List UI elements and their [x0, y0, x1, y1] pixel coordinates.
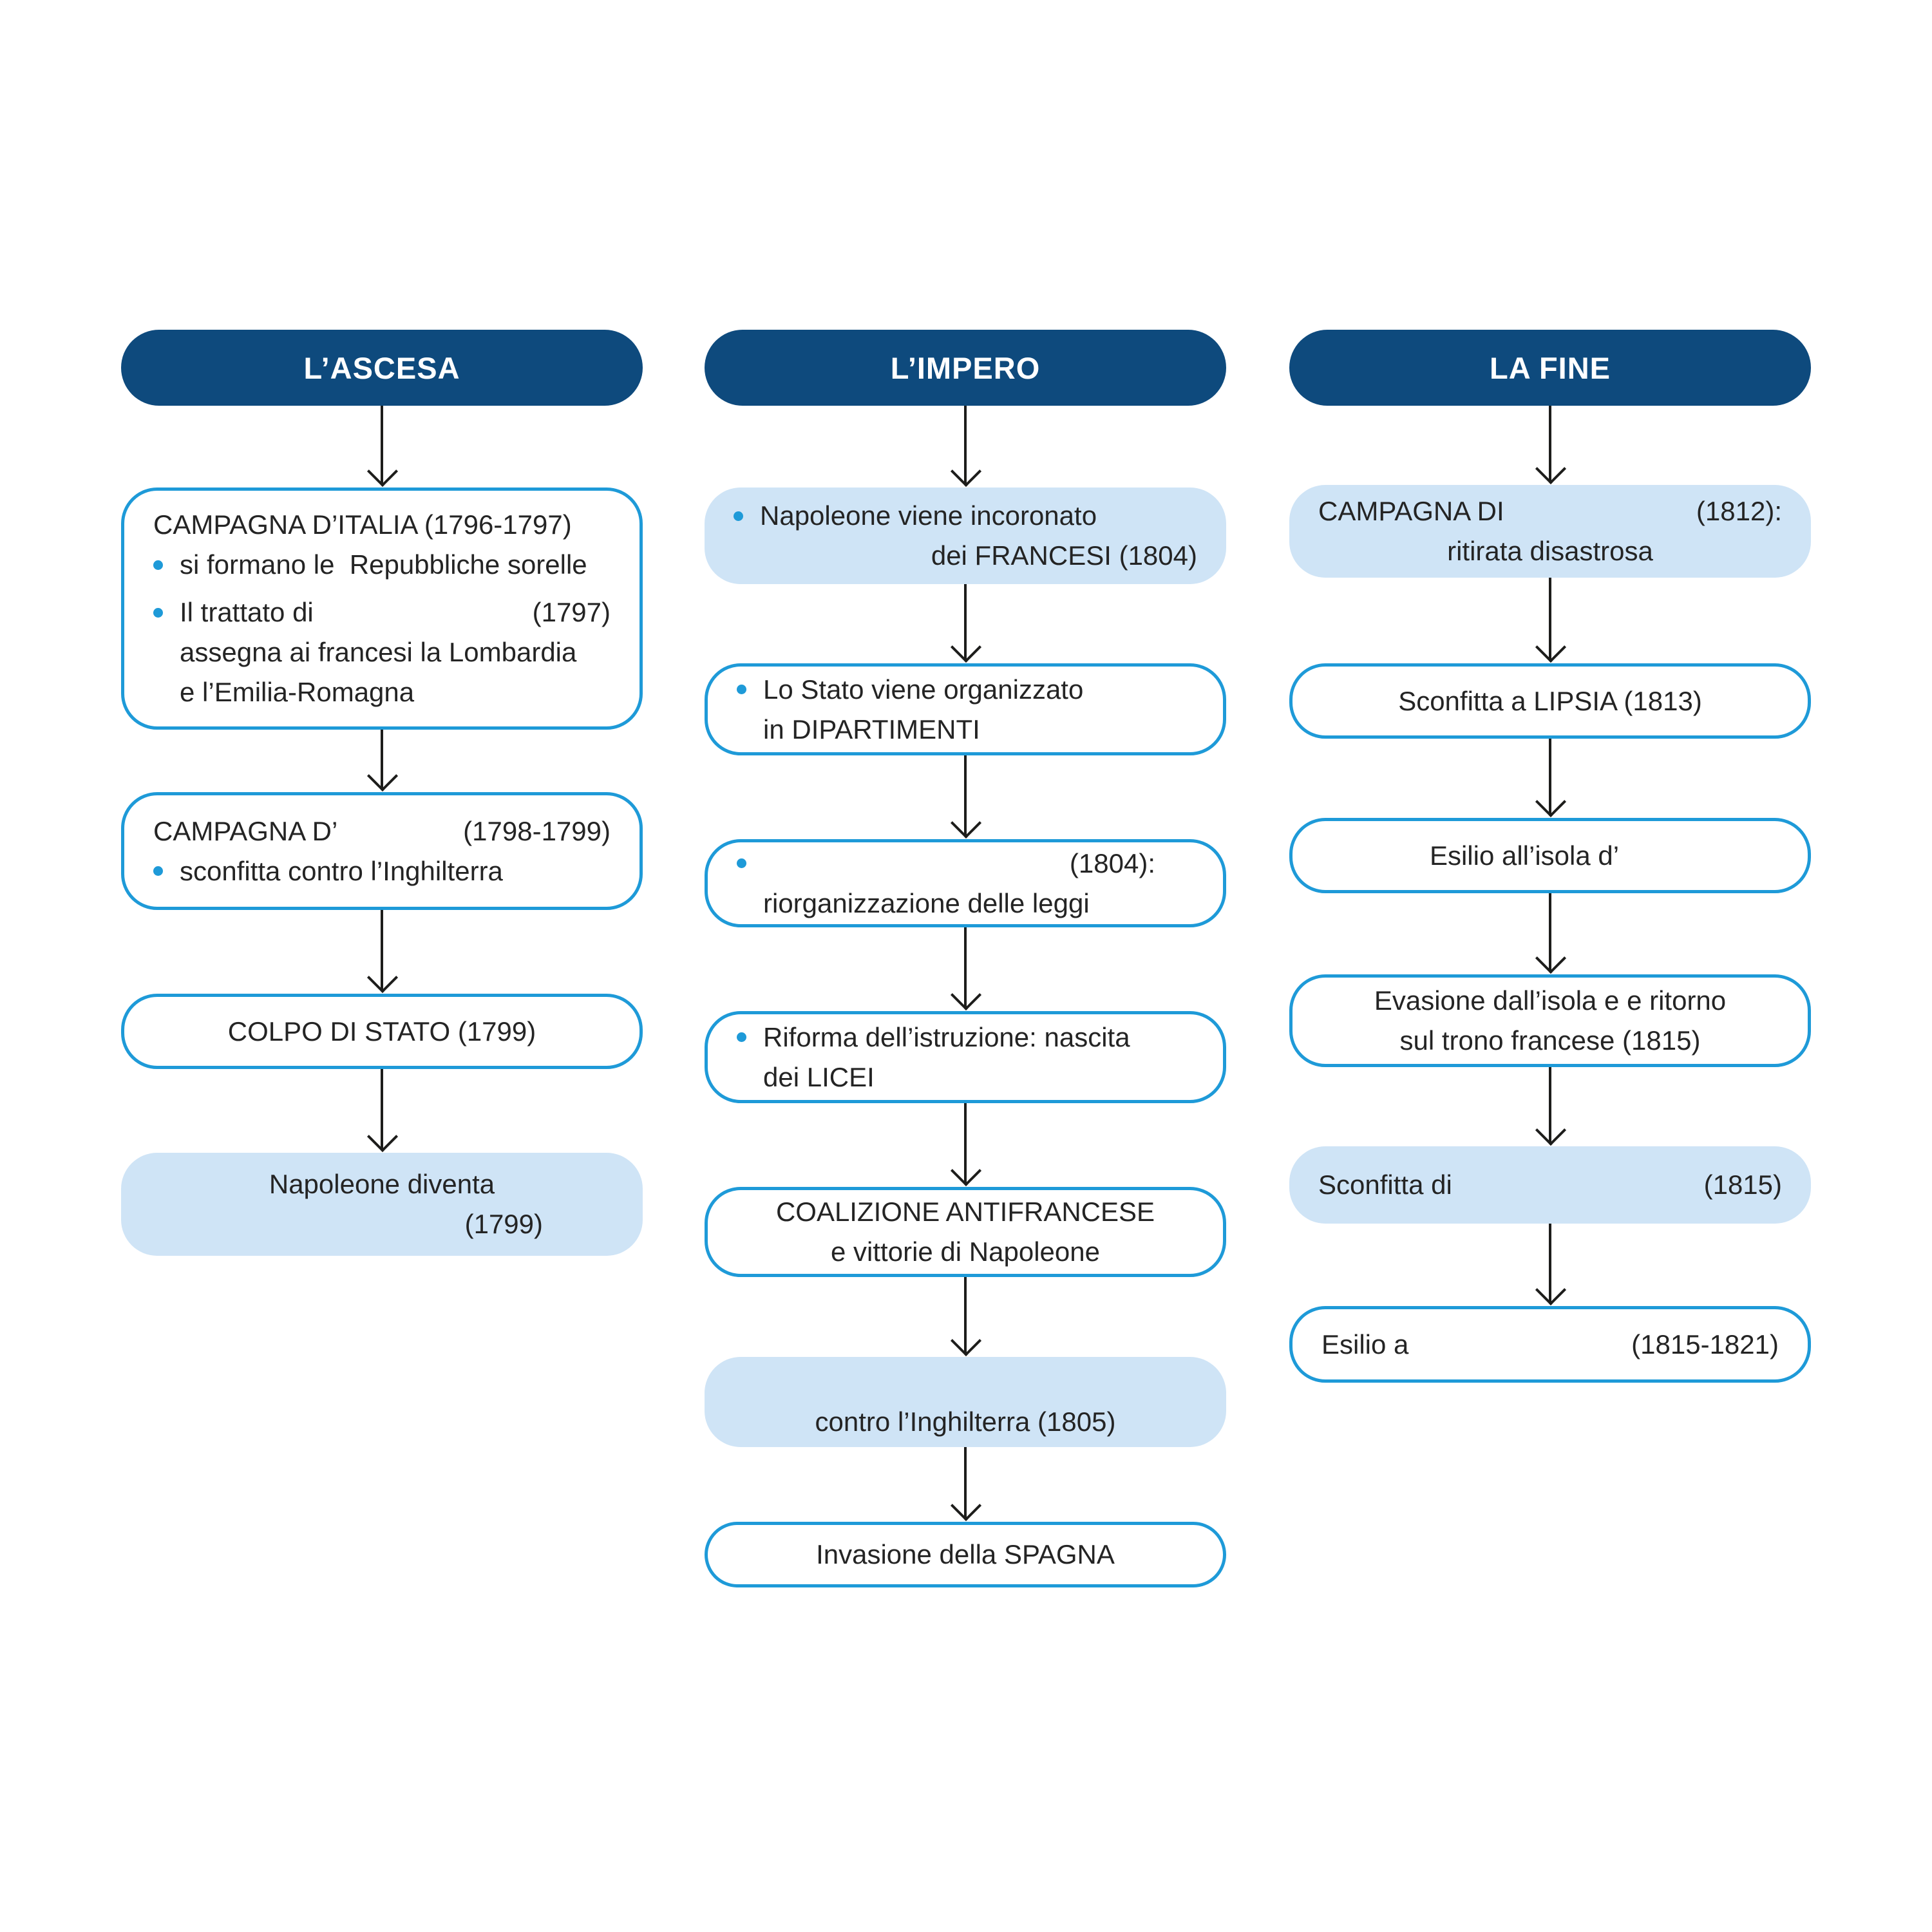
bullet-icon [153, 560, 163, 570]
column-header-label: L’IMPERO [890, 350, 1041, 385]
node-line: e l’Emilia-Romagna [180, 677, 415, 707]
node-line: (1804): [737, 844, 1194, 884]
node-sconfitta-1815: Sconfitta di (1815) [1289, 1146, 1811, 1224]
node-text: Esilio a [1321, 1329, 1409, 1359]
node-colpo-di-stato: COLPO DI STATO (1799) [121, 994, 643, 1069]
node-line: Napoleone diventa [269, 1169, 495, 1199]
column-header-label: LA FINE [1489, 350, 1611, 385]
node-line: Riforma dell’istruzione: nascita [737, 1018, 1194, 1057]
bullet-text: Napoleone viene incoronato [760, 500, 1097, 531]
node-line: ritirata disastrosa [1447, 536, 1653, 566]
node-campagna-1812: CAMPAGNA DI (1812): ritirata disastrosa [1289, 485, 1811, 578]
bullet-text: Lo Stato viene organizzato [763, 674, 1084, 705]
node-line: Sconfitta a LIPSIA (1813) [1398, 685, 1702, 716]
node-line: Esilio all’isola d’ [1429, 840, 1620, 871]
node-line: Lo Stato viene organizzato [737, 670, 1194, 710]
bullet-icon [737, 858, 746, 868]
node-line: Invasione della SPAGNA [816, 1539, 1115, 1569]
node-line: Sconfitta di (1815) [1318, 1165, 1782, 1205]
bullet-text: Riforma dell’istruzione: nascita [763, 1021, 1130, 1052]
year-label: (1815) [1703, 1170, 1782, 1200]
node-line: CAMPAGNA DI (1812): [1318, 491, 1782, 531]
node-line: CAMPAGNA D’ (1798-1799) [153, 811, 611, 851]
node-dipartimenti: Lo Stato viene organizzato in DIPARTIMEN… [705, 663, 1226, 755]
node-line: contro l’Inghilterra (1805) [815, 1406, 1116, 1437]
bullet-icon [737, 685, 746, 694]
node-invasione-spagna: Invasione della SPAGNA [705, 1522, 1226, 1587]
column-header-label: L’ASCESA [303, 350, 460, 385]
year-label: (1798-1799) [463, 815, 611, 846]
node-text: CAMPAGNA DI [1318, 496, 1504, 526]
node-line: si formano le Repubbliche sorelle [153, 545, 611, 585]
column-header-fine: LA FINE [1289, 330, 1811, 406]
bullet-icon [734, 511, 743, 521]
node-line: e vittorie di Napoleone [831, 1236, 1100, 1267]
bullet-text: Il trattato di [180, 597, 314, 627]
node-line: dei FRANCESI (1804) [931, 540, 1197, 571]
node-line: COLPO DI STATO (1799) [227, 1016, 536, 1046]
node-text: Sconfitta di [1318, 1170, 1452, 1200]
node-line: in DIPARTIMENTI [763, 714, 980, 744]
node-line: Napoleone viene incoronato [734, 496, 1197, 536]
node-line: sul trono francese (1815) [1399, 1025, 1701, 1056]
node-campagna-italia: CAMPAGNA D’ITALIA (1796-1797) si formano… [121, 488, 643, 730]
year-label: (1797) [532, 597, 611, 627]
column-fine: LA FINE CAMPAGNA DI (1812): ritirata dis… [1289, 0, 1811, 1932]
node-line: assegna ai francesi la Lombardia [180, 637, 577, 667]
node-coalizione: COALIZIONE ANTIFRANCESE e vittorie di Na… [705, 1187, 1226, 1277]
node-esilio-finale: Esilio a (1815-1821) [1289, 1306, 1811, 1383]
node-napoleone-diventa: Napoleone diventa (1799) [121, 1153, 643, 1256]
bullet-icon [153, 866, 163, 876]
bullet-text: si formano le Repubbliche sorelle [180, 549, 587, 580]
node-riforma-istruzione: Riforma dell’istruzione: nascita dei LIC… [705, 1011, 1226, 1103]
node-campagna-egitto: CAMPAGNA D’ (1798-1799) sconfitta contro… [121, 792, 643, 910]
node-line: sconfitta contro l’Inghilterra [153, 851, 611, 891]
year-label: (1815-1821) [1631, 1329, 1779, 1359]
column-header-ascesa: L’ASCESA [121, 330, 643, 406]
column-impero: L’IMPERO Napoleone viene incoronato dei … [705, 0, 1226, 1932]
year-label: (1812): [1696, 496, 1782, 526]
node-evasione: Evasione dall’isola e e ritorno sul tron… [1289, 974, 1811, 1067]
node-lipsia: Sconfitta a LIPSIA (1813) [1289, 663, 1811, 739]
column-header-impero: L’IMPERO [705, 330, 1226, 406]
bullet-icon [737, 1032, 746, 1042]
node-line: COALIZIONE ANTIFRANCESE [775, 1197, 1155, 1227]
node-blocco-inghilterra: contro l’Inghilterra (1805) [705, 1357, 1226, 1447]
year-label: (1799) [464, 1209, 543, 1239]
node-line: CAMPAGNA D’ITALIA (1796-1797) [153, 509, 572, 540]
node-line: riorganizzazione delle leggi [763, 887, 1090, 918]
node-incoronazione: Napoleone viene incoronato dei FRANCESI … [705, 488, 1226, 584]
node-esilio-isola: Esilio all’isola d’ [1289, 818, 1811, 893]
node-line: Evasione dall’isola e e ritorno [1374, 985, 1727, 1016]
node-text: CAMPAGNA D’ [153, 815, 338, 846]
column-ascesa: L’ASCESA CAMPAGNA D’ITALIA (1796-1797) s… [121, 0, 643, 1932]
year-label: (1804): [1069, 848, 1155, 878]
bullet-text: sconfitta contro l’Inghilterra [180, 855, 503, 886]
node-line [734, 1362, 1197, 1402]
node-line: Il trattato di (1797) [153, 592, 611, 632]
node-codice-1804: (1804): riorganizzazione delle leggi [705, 839, 1226, 927]
node-line: Esilio a (1815-1821) [1321, 1325, 1779, 1365]
node-line: dei LICEI [763, 1061, 875, 1092]
bullet-icon [153, 607, 163, 618]
